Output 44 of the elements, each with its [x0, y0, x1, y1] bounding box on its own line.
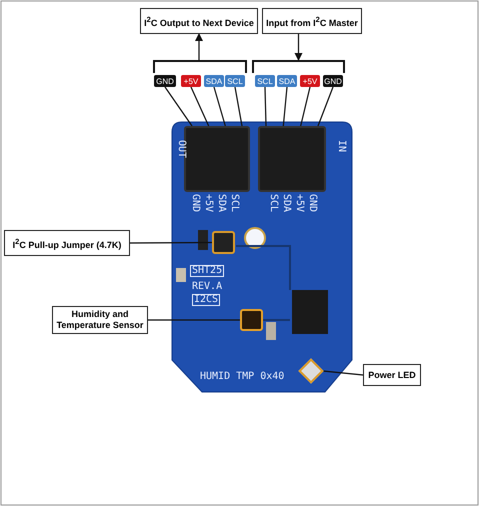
silkscreen-label: SDA	[216, 194, 226, 212]
silkscreen-label: SDA	[281, 194, 291, 212]
pin-label: GND	[323, 75, 343, 87]
silkscreen-label: SCL	[229, 194, 239, 212]
leader-line	[164, 86, 192, 126]
callout-box: Humidity and Temperature Sensor	[52, 306, 148, 334]
pin-label: +5V	[300, 75, 320, 87]
leader-line	[190, 86, 210, 126]
jumper-header	[212, 231, 235, 254]
callout-box: Power LED	[363, 364, 421, 386]
silkscreen-label: SCL	[268, 194, 278, 212]
bracket	[252, 60, 345, 73]
leader-line	[213, 86, 226, 126]
silkscreen-label: REV.A	[192, 282, 222, 292]
silkscreen-label: GND	[190, 194, 200, 212]
leader-line	[322, 370, 364, 376]
silkscreen-label: +5V	[203, 194, 213, 212]
callout-box: I$^{2}$C Pull-up Jumper (4.7K)	[4, 230, 130, 256]
leader-line	[234, 86, 243, 126]
silkscreen-label: GND	[307, 194, 317, 212]
leader-line	[282, 86, 288, 126]
callout-box: I$^{2}$C Output to Next Device	[140, 8, 258, 34]
arrow	[195, 33, 203, 60]
pin-label: SDA	[277, 75, 297, 87]
pin-label: SDA	[204, 75, 224, 87]
callout-box: Input from I$^{2}$C Master	[262, 8, 362, 34]
silkscreen-label: SHT25	[190, 265, 224, 277]
leader-line	[148, 319, 240, 321]
silkscreen-label: HUMID TMP 0x40	[200, 372, 284, 382]
leader-line	[317, 86, 334, 126]
silkscreen-label: +5V	[294, 194, 304, 212]
leader-line	[130, 242, 212, 244]
pin-label: GND	[154, 75, 176, 87]
connector-socket	[258, 126, 326, 192]
bracket	[153, 60, 247, 73]
leader-line	[300, 86, 311, 126]
sensor-chip	[240, 309, 263, 331]
pin-label: SCL	[255, 75, 275, 87]
leader-line	[264, 86, 267, 126]
silkscreen-label: OUT	[176, 140, 186, 158]
arrow	[294, 34, 302, 61]
pin-label: +5V	[181, 75, 201, 87]
silkscreen-label: IN	[336, 140, 346, 152]
pin-label: SCL	[225, 75, 245, 87]
